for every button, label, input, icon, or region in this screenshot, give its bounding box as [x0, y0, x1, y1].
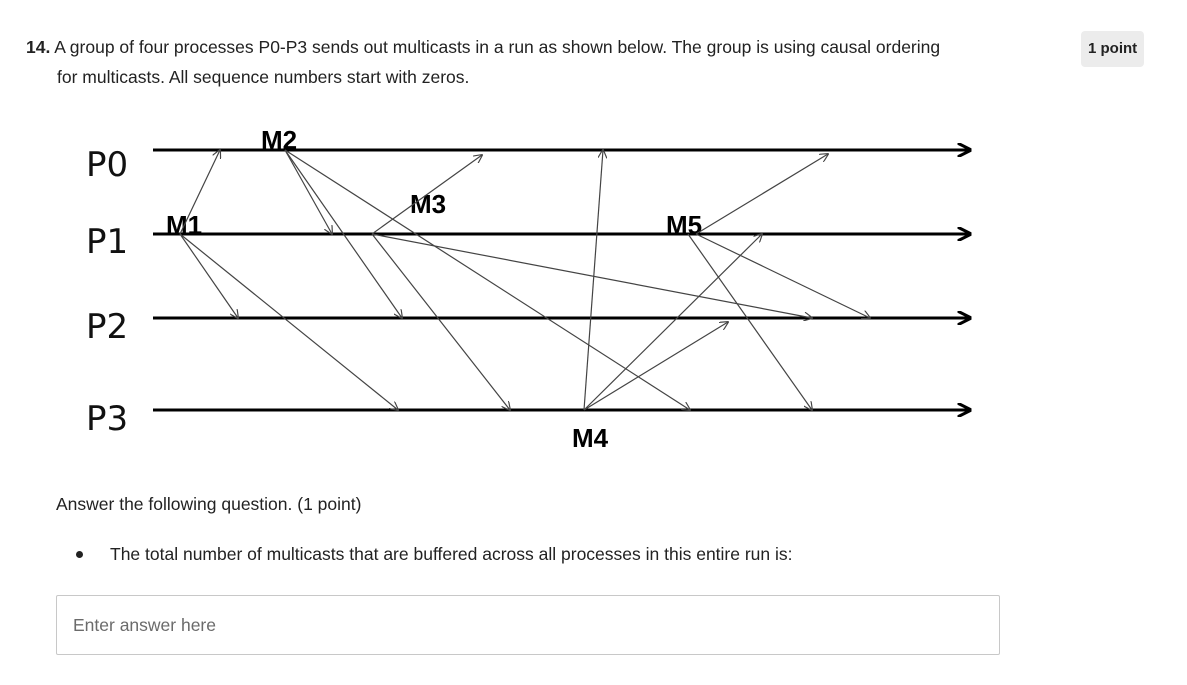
m3-to-p0 [371, 155, 482, 235]
m2-to-p2 [284, 149, 402, 318]
m1-to-p0 [179, 150, 220, 235]
bullet-question: The total number of multicasts that are … [72, 540, 793, 568]
m5-to-p0 [695, 154, 828, 235]
message-m1-arrows [179, 150, 398, 410]
question-header: 14. A group of four processes P0-P3 send… [26, 32, 1016, 92]
m4-to-p0 [583, 150, 603, 411]
message-m4-arrows [583, 150, 762, 411]
message-m5-arrows [687, 154, 870, 410]
m5-to-p3 [687, 233, 812, 410]
multicast-diagram: P0 P1 P2 P3 M1 M2 M3 M4 M5 [86, 125, 996, 453]
message-m3-arrows [371, 155, 812, 410]
message-label-m4: M4 [572, 423, 609, 453]
m2-to-p3 [284, 149, 690, 410]
bullet-dot-icon [76, 550, 83, 558]
m2-to-p1 [284, 149, 332, 234]
process-label-p2: P2 [86, 307, 128, 347]
m3-to-p3 [371, 233, 510, 410]
process-label-p3: P3 [86, 399, 128, 439]
process-label-p0: P0 [86, 145, 128, 185]
m3-to-p2 [371, 233, 812, 318]
m4-to-p2 [583, 322, 728, 411]
instruction-text: Answer the following question. (1 point) [56, 494, 362, 514]
bullet-question-text: The total number of multicasts that are … [110, 544, 793, 564]
message-m2-arrows [284, 149, 690, 410]
answer-input[interactable] [56, 595, 1000, 655]
message-label-m2: M2 [261, 125, 297, 155]
question-number: 14. [26, 37, 51, 57]
process-label-p1: P1 [86, 222, 128, 262]
m5-to-p2 [695, 233, 870, 318]
m1-to-p2 [179, 233, 238, 318]
question-text: A group of four processes P0-P3 sends ou… [54, 37, 941, 57]
question-text-line1: 14. A group of four processes P0-P3 send… [26, 32, 1016, 62]
m1-to-p3 [179, 233, 398, 410]
message-label-m5: M5 [666, 210, 702, 240]
m4-to-p1 [583, 234, 762, 411]
points-badge: 1 point [1081, 31, 1145, 67]
question-text-line2: for multicasts. All sequence numbers sta… [57, 67, 470, 87]
